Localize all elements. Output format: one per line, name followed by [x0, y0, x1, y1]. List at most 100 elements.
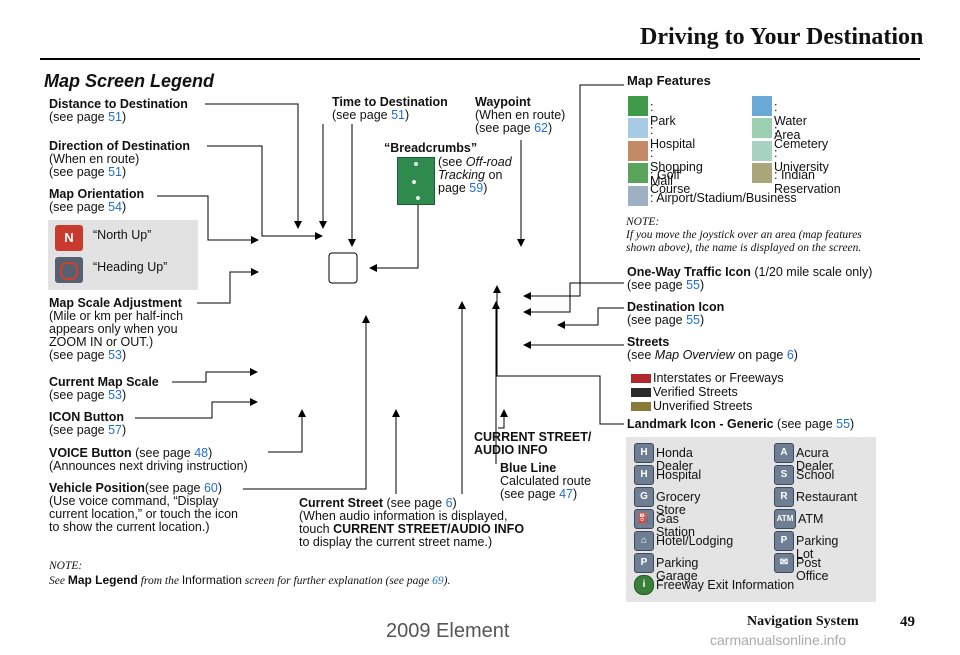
landmark-label: Honda Dealer	[656, 446, 693, 473]
heading-up-label: “Heading Up”	[93, 260, 168, 274]
feature-label: : University	[774, 146, 829, 174]
vehicle-position-info: Vehicle Position(see page 60) (Use voice…	[49, 481, 238, 534]
parking-lot-icon: P	[774, 531, 794, 551]
landmark-label: School	[796, 468, 835, 482]
page-link[interactable]: 53	[108, 348, 122, 362]
header-divider	[40, 58, 920, 60]
section-name: Navigation System	[747, 614, 859, 629]
streets-info: Streets (see Map Overview on page 6)	[627, 335, 798, 362]
page-link[interactable]: 48	[194, 446, 209, 460]
atm-icon: ATM	[774, 509, 796, 529]
landmark-label: Hotel/Lodging	[656, 534, 734, 548]
page-link[interactable]: 57	[108, 423, 122, 437]
map-orientation: Map Orientation (see page 54)	[49, 187, 145, 214]
page-number: 49	[900, 614, 915, 630]
page-link[interactable]: 59	[469, 181, 484, 195]
page-link[interactable]: 6	[786, 348, 794, 362]
landmark-label: Parking Lot	[796, 534, 839, 561]
page-link[interactable]: 47	[559, 487, 573, 501]
time-to-destination: Time to Destination (see page 51)	[332, 95, 448, 122]
parking-garage-icon: P	[634, 553, 654, 573]
landmark-label: Grocery Store	[656, 490, 701, 517]
bottom-note-title: NOTE:	[49, 560, 83, 572]
feature-label: : Water Area	[774, 100, 807, 142]
landmark-label: Acura Dealer	[796, 446, 833, 473]
current-street-audio-info: CURRENT STREET/ AUDIO INFO	[474, 430, 592, 457]
breadcrumbs-image	[397, 157, 435, 205]
page-link[interactable]: 55	[686, 278, 700, 292]
waypoint-info: Waypoint (When en route) (see page 62)	[475, 95, 566, 135]
current-street-info: Current Street (see page 6) (When audio …	[299, 496, 525, 549]
feature-label: : Indian Reservation	[774, 168, 841, 196]
cemetery-swatch	[752, 118, 772, 138]
icon-button-info: ICON Button (see page 57)	[49, 410, 127, 437]
page-link[interactable]: 55	[836, 417, 851, 431]
reservation-swatch	[752, 163, 772, 183]
airport-swatch	[628, 186, 648, 206]
landmark-label: Post Office	[796, 556, 829, 583]
map-scale-adjustment: Map Scale Adjustment (Mile or km per hal…	[49, 296, 184, 362]
street-type-label: Verified Streets	[653, 385, 738, 399]
map-features-title: Map Features	[627, 73, 711, 88]
golf-swatch	[628, 163, 648, 183]
hospital-swatch	[628, 118, 648, 138]
blue-line-info: Blue Line Calculated route (see page 47)	[500, 461, 592, 501]
acura-dealer-icon: A	[774, 443, 794, 463]
landmark-label: ATM	[798, 512, 824, 526]
map-features-note: NOTE: If you move the joystick over an a…	[626, 216, 862, 254]
gas-station-icon: ⛽	[634, 509, 654, 529]
landmark-icon-info: Landmark Icon - Generic (see page 55)	[627, 417, 855, 431]
school-icon: S	[774, 465, 794, 485]
section-title: Map Screen Legend	[44, 71, 215, 91]
hospital-icon: H	[634, 465, 654, 485]
verified-swatch	[631, 388, 651, 397]
heading-up-icon	[55, 257, 83, 283]
page-link[interactable]: 54	[108, 200, 122, 214]
landmark-label: Hospital	[656, 468, 702, 482]
voice-button-info: VOICE Button (see page 48) (Announces ne…	[49, 446, 248, 473]
landmark-label: Parking Garage	[656, 556, 699, 583]
feature-label: : Park	[650, 100, 676, 128]
direction-of-destination: Direction of Destination (When en route)…	[49, 139, 190, 179]
landmark-label: Freeway Exit Information	[656, 578, 795, 592]
bottom-note: See Map Legend from the Information scre…	[49, 573, 451, 588]
university-swatch	[752, 141, 772, 161]
distance-to-destination: Distance to Destination (see page 51)	[49, 97, 188, 124]
one-way-traffic-info: One-Way Traffic Icon (1/20 mile scale on…	[627, 265, 873, 292]
street-type-label: Interstates or Freeways	[653, 371, 784, 385]
landmark-label: Restaurant	[796, 490, 858, 504]
page-link[interactable]: 51	[391, 108, 405, 122]
feature-label: : Cemetery	[774, 123, 829, 151]
page-link[interactable]: 6	[445, 496, 453, 510]
grocery-store-icon: G	[634, 487, 654, 507]
watermark-site: carmanualsonline.info	[710, 632, 847, 648]
breadcrumbs-title: “Breadcrumbs”	[384, 141, 478, 155]
destination-icon-info: Destination Icon (see page 55)	[627, 300, 725, 327]
page-link[interactable]: 69	[432, 575, 444, 587]
page-title: Driving to Your Destination	[640, 24, 924, 50]
unverified-swatch	[631, 402, 651, 411]
page-link[interactable]: 53	[108, 388, 122, 402]
landmark-icons-panel	[626, 437, 876, 602]
north-up-label: “North Up”	[93, 228, 152, 242]
page-link[interactable]: 62	[534, 121, 548, 135]
honda-dealer-icon: H	[634, 443, 654, 463]
north-up-icon: N	[55, 225, 83, 251]
water-swatch	[752, 96, 772, 116]
restaurant-icon: R	[774, 487, 794, 507]
page-link[interactable]: 51	[108, 110, 122, 124]
breadcrumbs-info: (see Off-road Tracking on page 59)	[438, 155, 512, 195]
current-map-scale: Current Map Scale (see page 53)	[49, 375, 159, 402]
page-link[interactable]: 55	[686, 313, 700, 327]
shopping-swatch	[628, 141, 648, 161]
page-link[interactable]: 60	[203, 481, 218, 495]
freeway-exit-info-icon: i	[634, 575, 654, 595]
watermark-model: 2009 Element	[386, 620, 510, 642]
landmark-label: Gas Station	[656, 512, 695, 539]
feature-label: : Hospital	[650, 123, 696, 151]
page-link[interactable]: 51	[108, 165, 122, 179]
post-office-icon: ✉	[774, 553, 794, 573]
interstate-swatch	[631, 374, 651, 383]
feature-label: : Shopping Mall	[650, 146, 703, 188]
